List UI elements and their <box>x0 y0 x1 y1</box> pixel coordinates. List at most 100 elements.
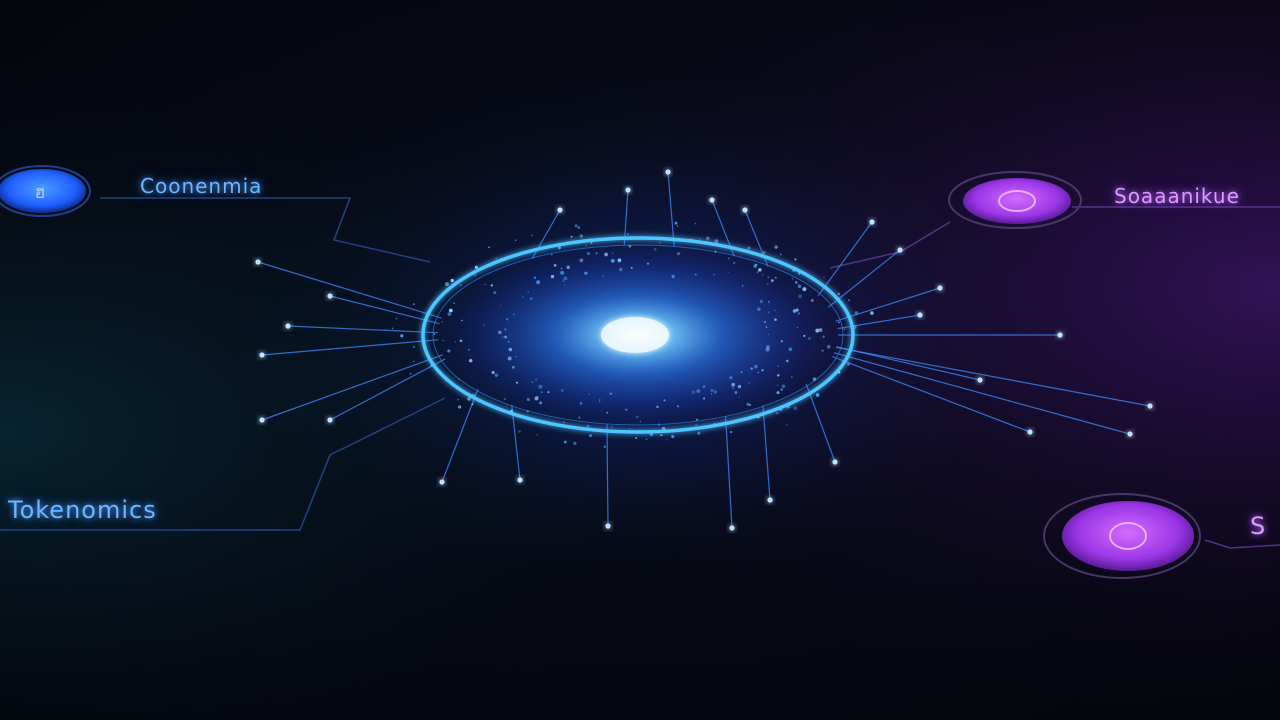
spoke-endpoint <box>285 323 291 329</box>
spoke-endpoint <box>767 497 773 503</box>
network-spoke <box>257 261 442 319</box>
network-spoke <box>261 339 439 356</box>
network-spokes <box>255 169 1153 531</box>
network-particle <box>400 334 404 338</box>
spoke-endpoint <box>977 377 983 383</box>
network-particle <box>694 222 697 225</box>
network-particle <box>697 431 701 435</box>
network-spoke <box>329 358 446 421</box>
core-ring-inner <box>432 244 844 426</box>
network-particle <box>457 398 459 401</box>
spoke-endpoint <box>1147 403 1153 409</box>
network-particle <box>577 226 581 229</box>
network-particle <box>847 299 851 302</box>
network-particle <box>730 430 733 434</box>
network-particle <box>660 434 663 437</box>
network-particle <box>488 246 490 249</box>
network-particle <box>671 435 675 439</box>
spoke-endpoint <box>869 219 875 225</box>
network-particle <box>395 317 398 320</box>
spoke-endpoint <box>897 247 903 253</box>
network-particle <box>570 235 573 238</box>
network-spoke <box>835 346 1151 407</box>
network-particle <box>785 424 788 426</box>
spoke-endpoint <box>605 523 611 529</box>
label-top-right: Soaaanikue <box>1114 184 1240 208</box>
network-spoke <box>511 404 521 481</box>
spoke-endpoint <box>327 417 333 423</box>
label-connectors <box>0 197 446 531</box>
core-center <box>601 317 669 353</box>
network-spoke <box>836 346 981 381</box>
spoke-endpoint <box>1127 431 1133 437</box>
coin-icon-top-right <box>948 171 1082 229</box>
network-particle <box>706 236 710 241</box>
coin-icon-bottom-right <box>1043 493 1201 579</box>
network-spoke <box>805 383 836 463</box>
spoke-endpoint <box>1027 429 1033 435</box>
network-particle <box>837 292 840 296</box>
network-particle <box>563 440 567 444</box>
network-spoke <box>724 415 733 529</box>
network-spoke <box>762 405 771 501</box>
network-particle <box>409 372 412 375</box>
network-particle <box>412 360 415 363</box>
network-particle <box>412 303 415 306</box>
network-particle <box>823 276 825 278</box>
network-spoke <box>831 356 1031 433</box>
network-spoke <box>287 325 439 334</box>
spoke-endpoint <box>327 293 333 299</box>
spoke-endpoint <box>832 459 838 465</box>
spoke-endpoint <box>709 197 715 203</box>
network-particle <box>762 251 766 254</box>
network-spoke <box>606 423 609 527</box>
spoke-endpoint <box>259 352 265 358</box>
network-particle <box>467 397 471 401</box>
spoke-endpoint <box>517 477 523 483</box>
network-particle <box>391 327 394 329</box>
spoke-endpoint <box>255 259 261 265</box>
network-particle <box>445 282 449 287</box>
spoke-endpoint <box>439 479 445 485</box>
spoke-endpoint <box>625 187 631 193</box>
network-particle <box>588 434 593 438</box>
network-spoke <box>329 295 440 325</box>
network-spoke <box>827 249 901 308</box>
network-particle <box>645 438 648 440</box>
network-particle <box>536 434 539 436</box>
network-particle <box>793 406 798 411</box>
spoke-endpoint <box>729 525 735 531</box>
network-particle <box>471 403 474 406</box>
network-spoke <box>835 287 941 322</box>
svg-text:ฮ: ฮ <box>35 182 46 203</box>
spoke-endpoint <box>1057 332 1063 338</box>
network-particle <box>870 311 874 315</box>
network-particle <box>514 239 517 241</box>
network-particle <box>698 238 701 240</box>
network-particle <box>780 253 782 256</box>
network-particle <box>579 234 583 238</box>
network-particle <box>458 405 462 409</box>
label-bottom-right: S <box>1250 512 1267 540</box>
connector-bottom-left <box>0 397 446 531</box>
network-particle <box>413 346 415 348</box>
spoke-endpoint <box>917 312 923 318</box>
network-particle <box>674 221 678 225</box>
network-particle <box>635 437 638 439</box>
network-particle <box>627 233 629 236</box>
network-particle <box>747 246 751 250</box>
network-particle <box>676 225 679 227</box>
network-particle <box>573 441 577 446</box>
spoke-endpoint <box>259 417 265 423</box>
network-spoke <box>667 171 675 247</box>
network-particle <box>774 245 778 249</box>
network-particle <box>495 257 498 260</box>
label-top-left: Coonenmia <box>140 174 263 198</box>
spoke-endpoint <box>557 207 563 213</box>
spoke-endpoint <box>665 169 671 175</box>
network-particle <box>665 438 668 441</box>
network-particle <box>531 234 533 237</box>
label-tokenomics: Tokenomics <box>8 496 157 524</box>
network-particle <box>794 258 797 261</box>
network-particle <box>518 430 521 433</box>
